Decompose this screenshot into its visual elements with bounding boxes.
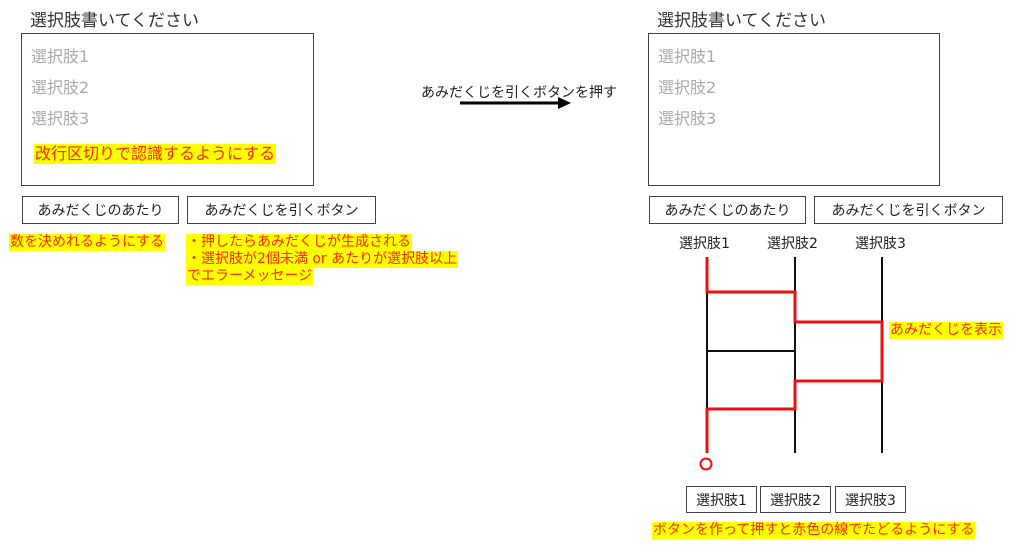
left-placeholder-3: 選択肢3: [31, 109, 90, 128]
right-heading: 選択肢書いてください: [657, 11, 826, 31]
left-placeholder-1: 選択肢1: [31, 47, 90, 66]
amida-top-label-1: 選択肢1: [679, 236, 730, 252]
amida-bottom-button-1[interactable]: 選択肢1: [686, 486, 757, 513]
amida-trace-path: [705, 257, 884, 453]
left-choices-textarea[interactable]: 選択肢1 選択肢2 選択肢3 改行区切りで認識するようにする: [21, 33, 314, 186]
left-placeholder-2: 選択肢2: [31, 78, 90, 97]
left-heading: 選択肢書いてください: [30, 11, 199, 31]
amida-top-label-3: 選択肢3: [855, 236, 906, 252]
draw-note-line-3: でエラーメッセージ: [186, 268, 314, 285]
right-placeholder-2: 選択肢2: [658, 78, 717, 97]
left-draw-button[interactable]: あみだくじを引くボタン: [187, 196, 376, 224]
right-winners-button[interactable]: あみだくじのあたり: [649, 196, 806, 224]
left-winners-button[interactable]: あみだくじのあたり: [22, 196, 179, 224]
amida-end-marker: [699, 457, 713, 471]
amida-top-label-2: 選択肢2: [767, 236, 818, 252]
amida-bottom-button-2[interactable]: 選択肢2: [760, 486, 831, 513]
winners-note: 数を決めれるようにする: [9, 234, 166, 251]
textarea-note: 改行区切りで認識するようにする: [34, 144, 277, 164]
amida-bottom-button-3[interactable]: 選択肢3: [835, 486, 906, 513]
right-placeholder-1: 選択肢1: [658, 47, 717, 66]
right-placeholder-3: 選択肢3: [658, 109, 717, 128]
amida-bottom-note: ボタンを作って押すと赤色の線でたどるようにする: [652, 522, 976, 539]
amida-display-note: あみだくじを表示: [889, 322, 1003, 339]
right-choices-textarea[interactable]: 選択肢1 選択肢2 選択肢3: [648, 33, 940, 186]
draw-note-line-2: ・選択肢が2個未満 or あたりが選択肢以上: [186, 251, 459, 268]
draw-note-line-1: ・押したらあみだくじが生成される: [186, 234, 412, 251]
transition-label: あみだくじを引くボタンを押す: [421, 85, 617, 101]
transition-arrow: [460, 97, 571, 109]
right-draw-button[interactable]: あみだくじを引くボタン: [814, 196, 1003, 224]
